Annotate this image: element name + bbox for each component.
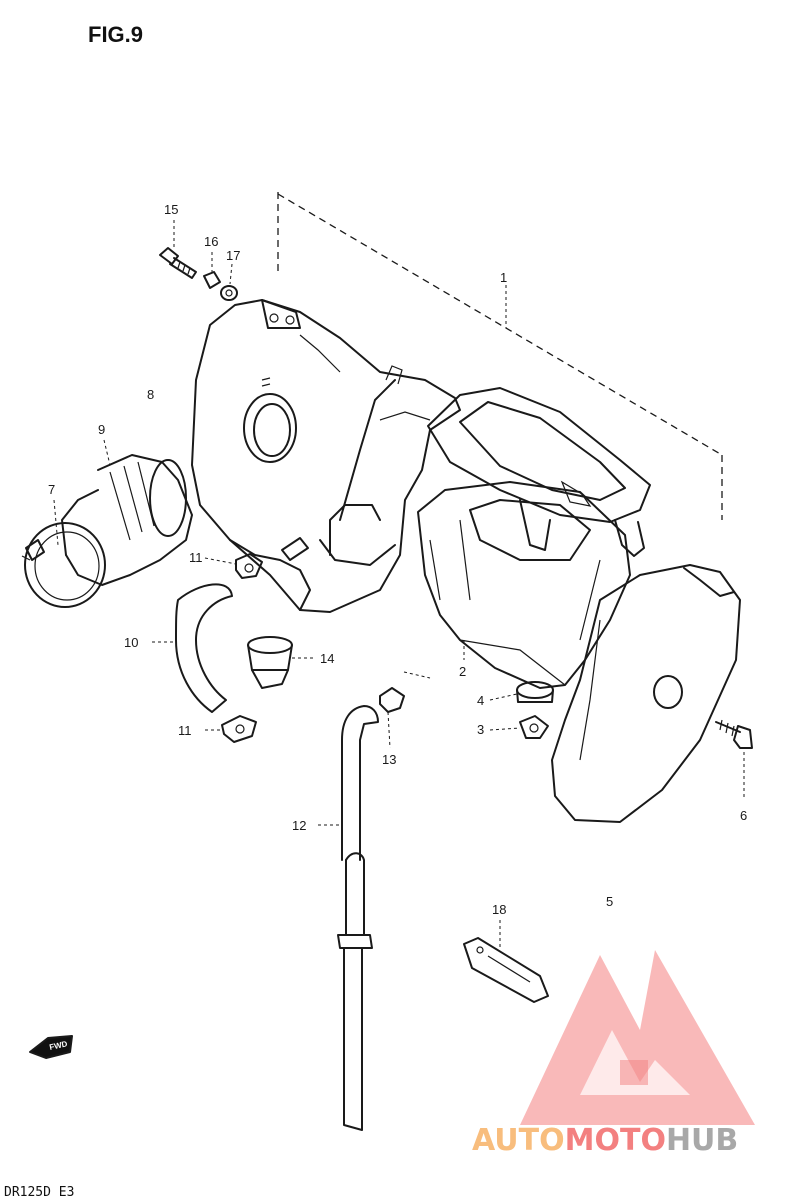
watermark-text-auto: AUTO: [472, 1123, 565, 1158]
model-code: DR125D E3: [4, 1185, 74, 1200]
callout-6: 6: [740, 808, 747, 823]
watermark-text-hub: HUB: [666, 1123, 738, 1158]
callout-11-upper: 11: [189, 550, 203, 565]
drain-hose-10: [175, 583, 233, 713]
assembly-bracket-1: [277, 192, 723, 520]
figure-title: FIG.9: [88, 22, 143, 47]
callout-12: 12: [292, 818, 306, 833]
grommet-4: [516, 681, 554, 703]
cap-14: [247, 636, 293, 689]
watermark-text: AUTOMOTOHUB: [472, 1123, 738, 1158]
callout-8: 8: [147, 387, 154, 402]
bolt-15: [159, 247, 197, 279]
callout-4: 4: [477, 693, 484, 708]
callout-9: 9: [98, 422, 105, 437]
clip-13: [379, 671, 431, 713]
callout-15: 15: [164, 202, 178, 217]
fwd-arrow: FWD: [29, 1035, 73, 1059]
air-cleaner-case-8: [191, 299, 461, 613]
clamp-11-lower: [221, 715, 257, 743]
callout-10: 10: [124, 635, 138, 650]
callout-2: 2: [459, 664, 466, 679]
plate-18: [463, 937, 549, 1003]
watermark-text-moto: MOTO: [565, 1123, 666, 1158]
element-frame-1: [427, 387, 651, 557]
callout-16: 16: [204, 234, 218, 249]
intake-boot-9: [61, 454, 193, 586]
callout-3: 3: [477, 722, 484, 737]
filter-element-2: [417, 481, 631, 689]
callout-5: 5: [606, 894, 613, 909]
watermark-logo: AUTOMOTOHUB: [472, 950, 755, 1158]
callout-13: 13: [382, 752, 396, 767]
callout-17: 17: [226, 248, 240, 263]
fwd-label: FWD: [49, 1039, 69, 1052]
screw-6: [715, 719, 753, 749]
callout-1: 1: [500, 270, 507, 285]
callout-18: 18: [492, 902, 506, 917]
washer-16: [203, 271, 221, 289]
callout-7: 7: [48, 482, 55, 497]
clamp-11-upper: [235, 553, 263, 579]
nut-17: [220, 285, 238, 301]
callout-11-lower: 11: [178, 723, 192, 738]
clamp-7: [21, 522, 106, 608]
drain-tube-12: [337, 705, 379, 1131]
clamp-3: [519, 715, 549, 739]
callout-14: 14: [320, 651, 334, 666]
watermark-triangle-icon: [520, 950, 755, 1125]
leader-lines: [53, 220, 745, 950]
cover-5: [551, 564, 741, 823]
